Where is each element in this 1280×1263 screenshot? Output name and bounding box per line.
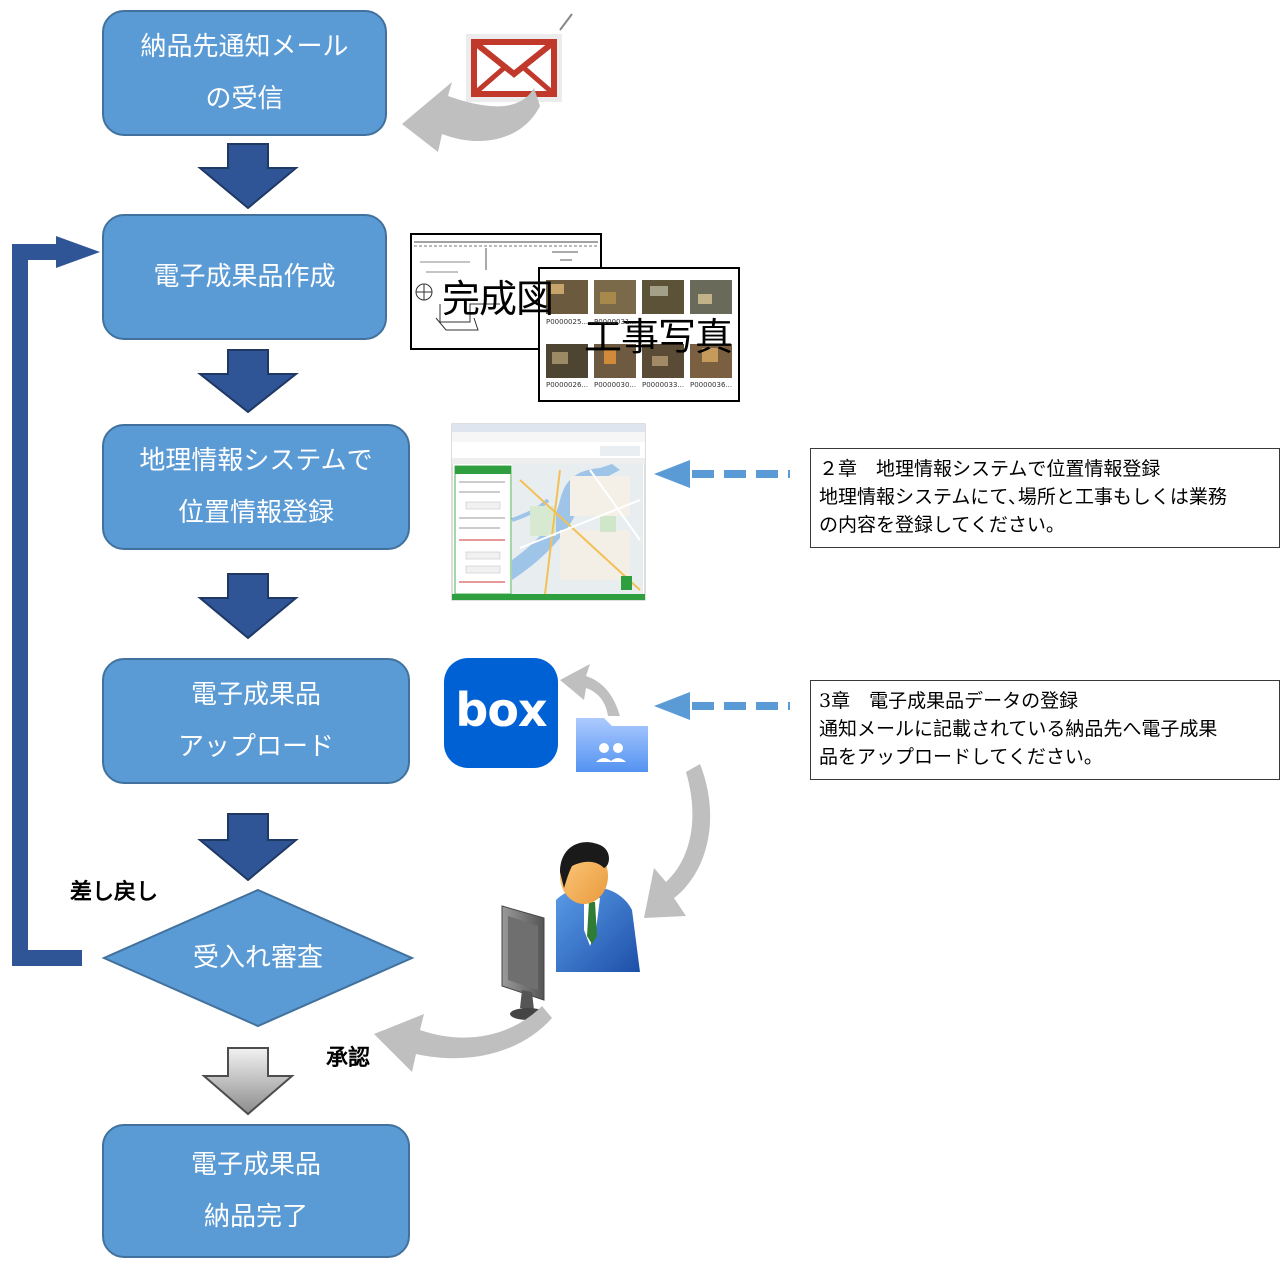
chapter2-note-title: ２章 地理情報システムで位置情報登録 [819, 458, 1161, 480]
step-receive-notification: 納品先通知メール の受信 [102, 10, 387, 136]
photo-id-8: P0000036... [690, 381, 733, 389]
down-arrow-3 [197, 573, 299, 640]
photo-caption: 工事写真 [584, 315, 733, 359]
down-arrow-1 [197, 143, 299, 210]
photo-id-6: P0000030... [594, 381, 637, 389]
step-receive-line1: 納品先通知メール [140, 32, 349, 62]
review-label: 受入れ審査 [192, 943, 323, 973]
approve-label: 承認 [326, 1046, 371, 1071]
step-upload: 電子成果品 アップロード [102, 658, 410, 784]
chapter3-note-title: 3章 電子成果品データの登録 [819, 690, 1079, 712]
step-delivery-complete: 電子成果品 納品完了 [102, 1124, 410, 1258]
down-arrow-4 [197, 813, 299, 882]
reviewer-person-icon [501, 842, 640, 1020]
photo-id-5: P0000026... [546, 381, 589, 389]
construction-photos [538, 267, 740, 402]
chapter2-dashed-arrow [654, 460, 790, 488]
chapter3-dashed-arrow [654, 692, 790, 720]
mail-to-receive-arrow [402, 82, 540, 152]
box-logo-text: box [455, 683, 547, 737]
chapter2-note-body1: 地理情報システムにて､場所と工事もしくは業務 [819, 486, 1227, 508]
review-diamond-shape [101, 888, 415, 1028]
step-complete-line1: 電子成果品 [190, 1150, 321, 1180]
mail-icon [466, 13, 573, 102]
reject-label: 差し戻し [70, 880, 159, 905]
step-upload-line1: 電子成果品 [190, 680, 321, 710]
photo-id-7: P0000033... [642, 381, 685, 389]
reject-loop-arrow [12, 236, 100, 966]
upload-to-reviewer-arrow [644, 764, 711, 918]
drawing-caption: 完成図 [442, 277, 554, 321]
step-create-deliverables: 電子成果品作成 [102, 214, 387, 340]
step-create-line1: 電子成果品作成 [153, 262, 336, 292]
photo-id-1: P0000025... [546, 318, 589, 326]
reviewer-to-review-arrow [374, 1006, 552, 1072]
down-arrow-5-approve [201, 1047, 295, 1116]
chapter3-note: 3章 電子成果品データの登録 通知メールに記載されている納品先へ電子成果 品をア… [810, 680, 1280, 780]
step-register-line2: 位置情報登録 [177, 498, 334, 528]
gis-system-screenshot [451, 423, 646, 601]
box-app-icon [444, 658, 558, 768]
chapter3-note-body2: 品をアップロードしてください。 [819, 746, 1103, 768]
step-upload-line2: アップロード [177, 732, 334, 762]
folder-to-box-arrow [560, 664, 620, 716]
chapter3-note-body1: 通知メールに記載されている納品先へ電子成果 [819, 718, 1218, 740]
photo-grid [546, 280, 732, 378]
shared-folder-icon [576, 718, 648, 772]
step-receive-line2: の受信 [205, 84, 284, 114]
down-arrow-2 [197, 349, 299, 414]
step-register-location: 地理情報システムで 位置情報登録 [102, 424, 410, 550]
step-complete-line2: 納品完了 [203, 1202, 308, 1232]
chapter2-note-body2: の内容を登録してください。 [819, 514, 1065, 536]
photo-id-2: P0000031... [594, 318, 637, 326]
chapter2-note: ２章 地理情報システムで位置情報登録 地理情報システムにて､場所と工事もしくは業… [810, 448, 1280, 548]
step-register-line1: 地理情報システムで [139, 446, 373, 476]
